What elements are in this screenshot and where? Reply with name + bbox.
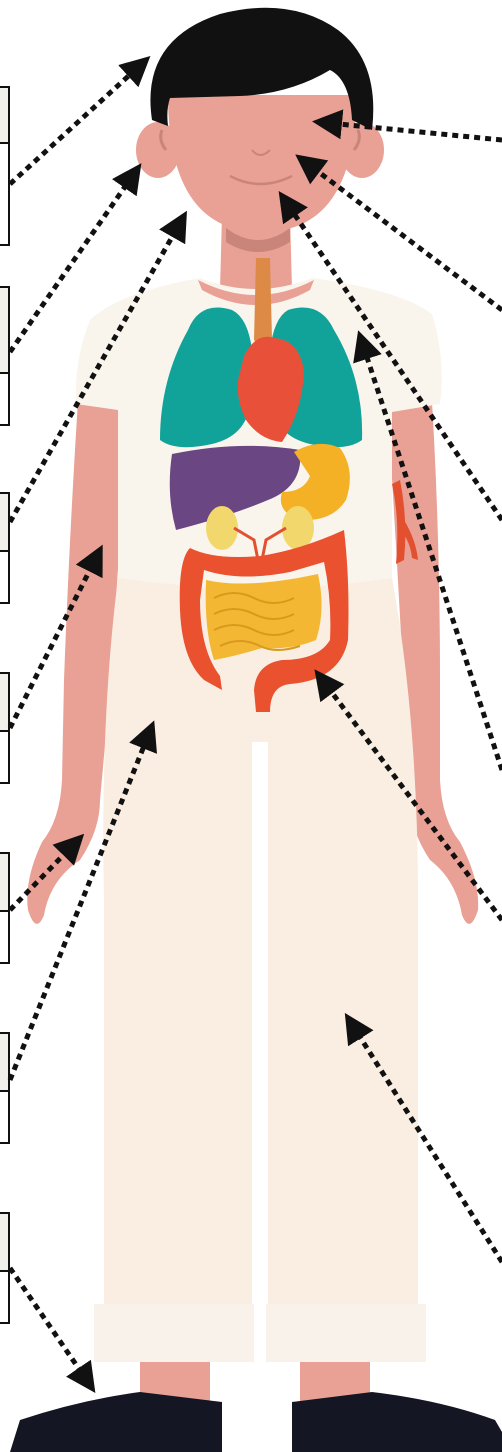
shoes <box>10 1392 502 1452</box>
head <box>136 8 384 232</box>
organs <box>160 258 362 712</box>
arrow-hair <box>10 60 146 184</box>
esophagus <box>254 258 272 350</box>
arrow-foot <box>10 1268 92 1388</box>
left-kidney <box>206 506 238 550</box>
pants-cuffs <box>94 1304 426 1362</box>
right-kidney <box>282 506 314 550</box>
